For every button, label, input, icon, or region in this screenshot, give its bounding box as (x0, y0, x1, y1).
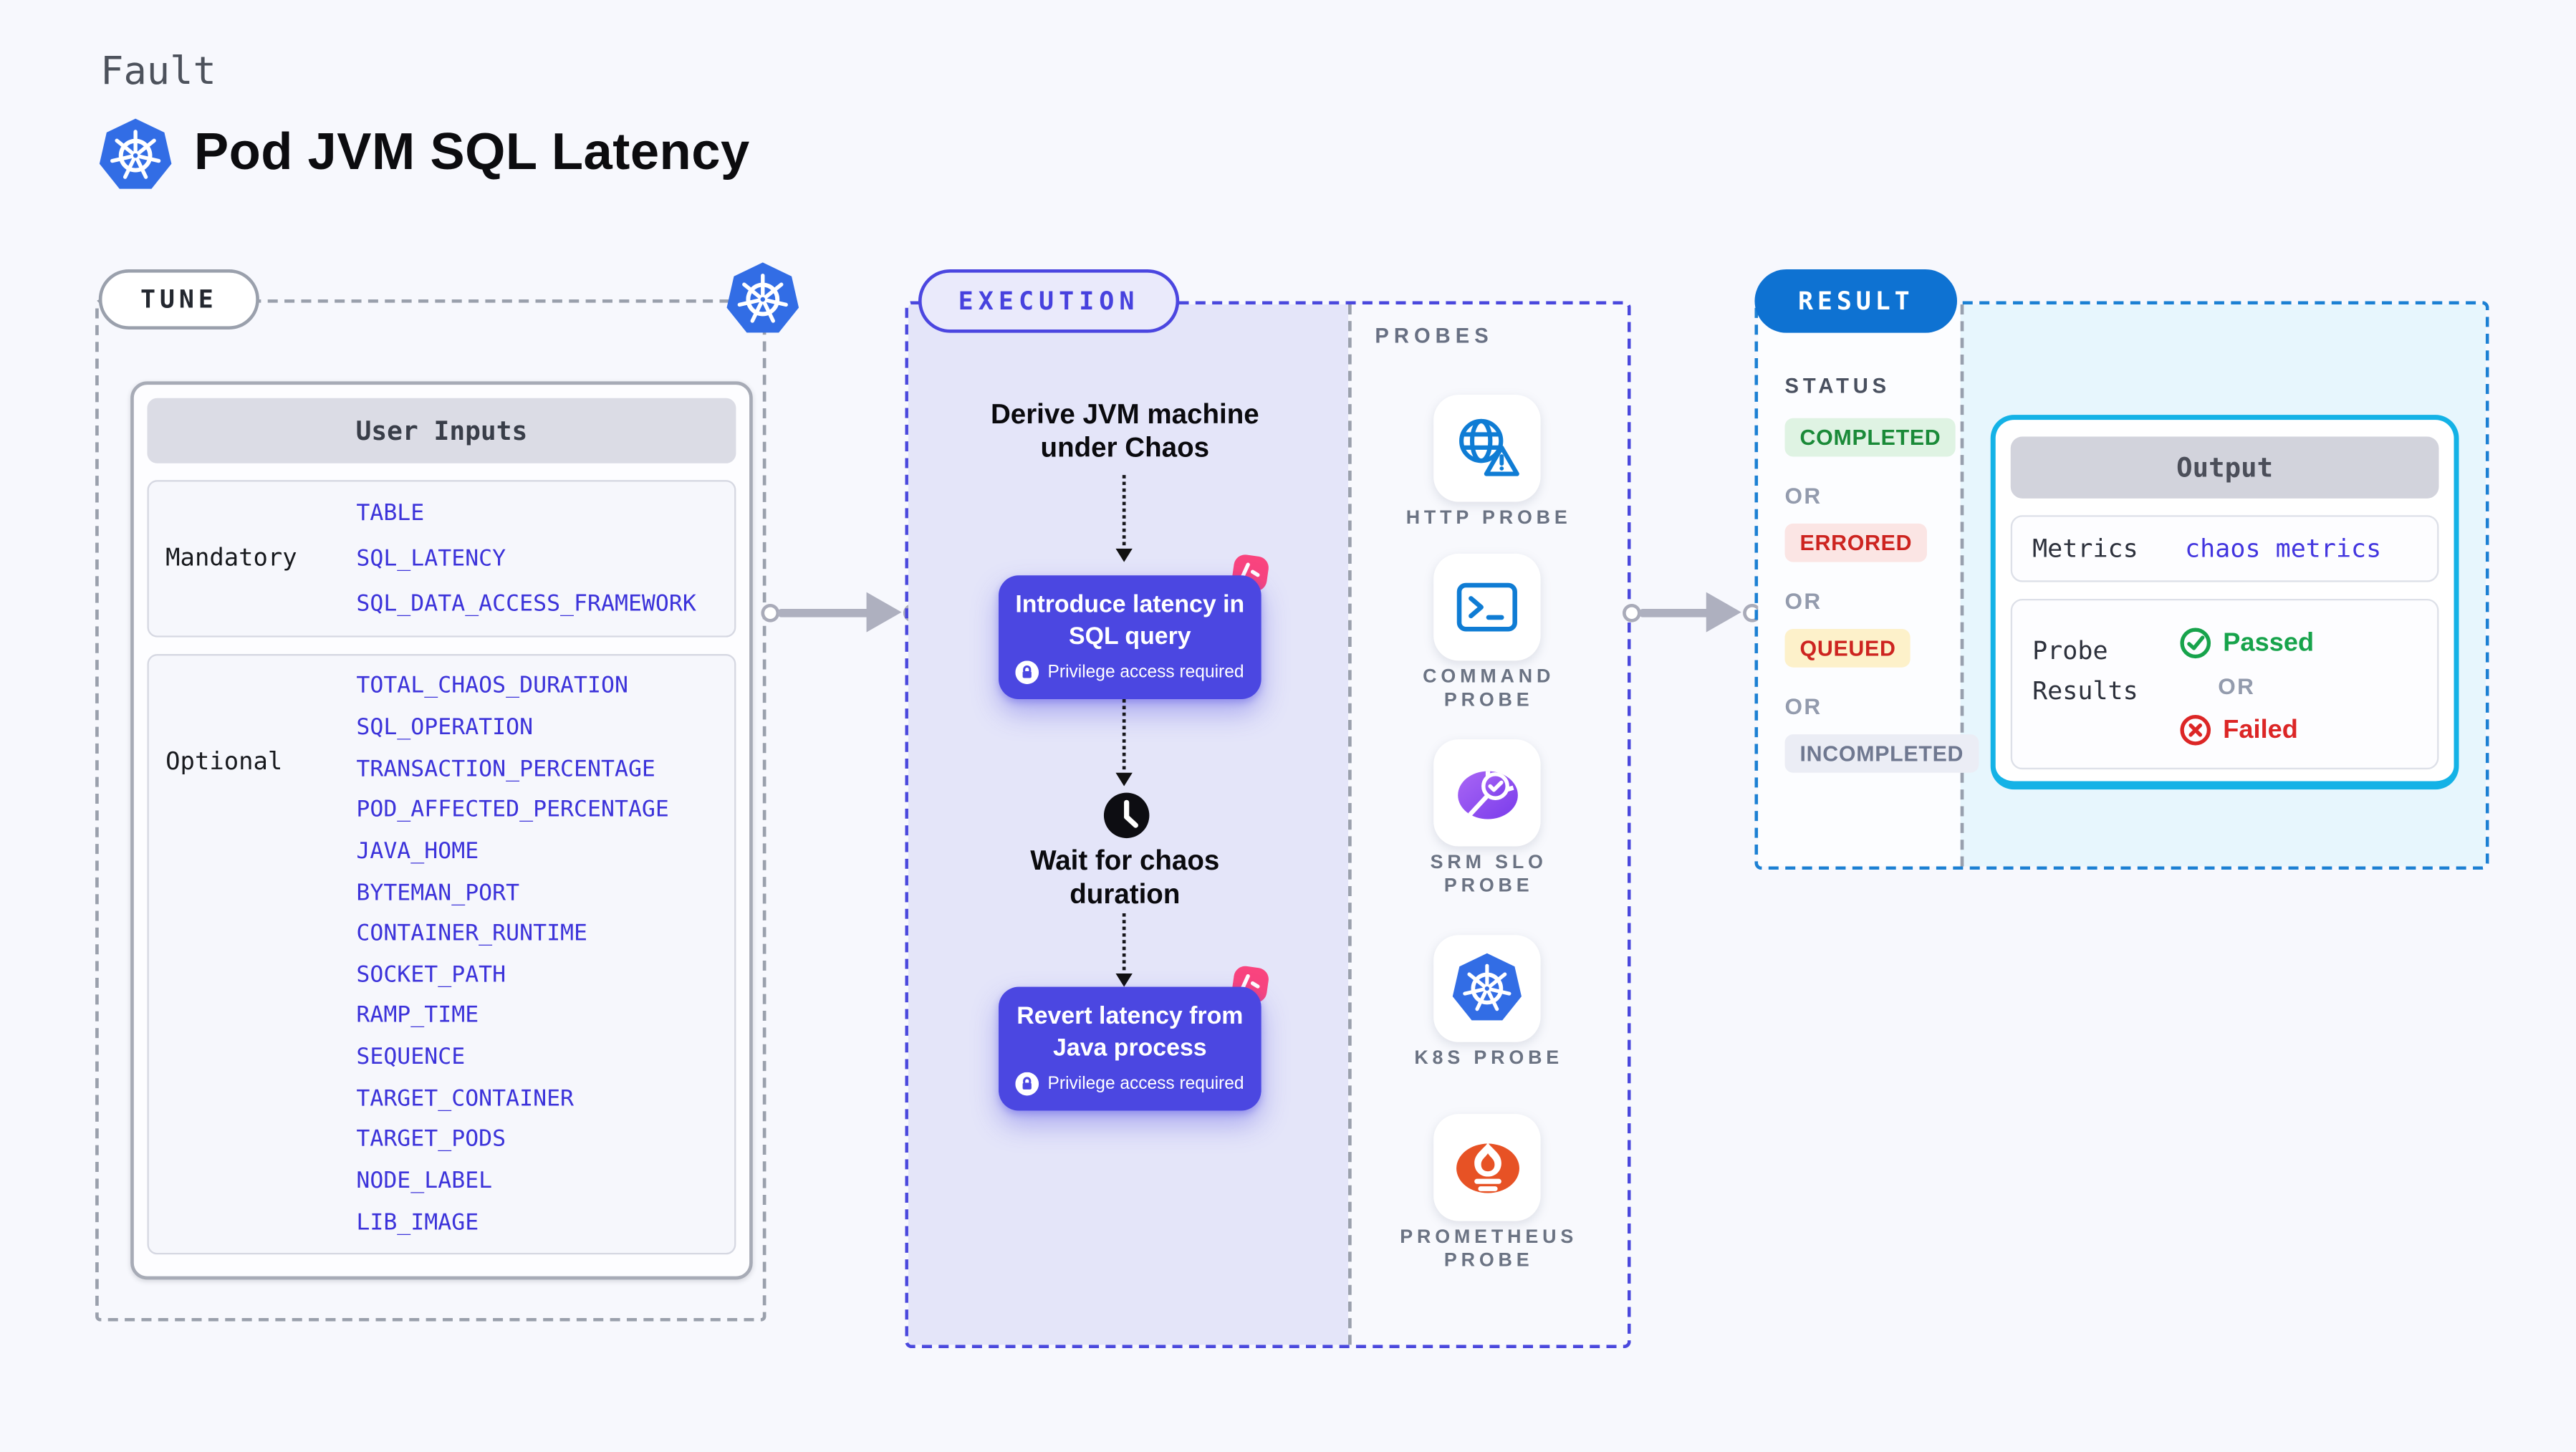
probe-results-label: Probe Results (2032, 635, 2138, 706)
kubernetes-icon (724, 261, 801, 346)
lock-icon (1016, 660, 1039, 685)
status-column (1758, 304, 1961, 867)
privilege-note: Privilege access required (1047, 1074, 1244, 1095)
probe-card-prometheus (1433, 1114, 1541, 1221)
probe-card-k8s (1433, 935, 1541, 1042)
or-label: OR (1784, 483, 1822, 509)
status-header: STATUS (1784, 375, 1890, 398)
page-title: Pod JVM SQL Latency (193, 122, 750, 181)
arrow-down-icon (1122, 475, 1126, 546)
input-item: TABLE (356, 500, 425, 528)
step-revert-latency: Revert latency from Java process Privile… (999, 986, 1261, 1111)
slo-gauge-icon (1457, 770, 1517, 819)
probe-card-http (1433, 395, 1541, 502)
input-item: LIB_IMAGE (356, 1208, 479, 1236)
or-label: OR (1784, 694, 1822, 720)
arrow-down-icon (1115, 772, 1133, 787)
probe-card-command (1433, 553, 1541, 661)
probe-label-prometheus: PROMETHEUS PROBE (1400, 1227, 1578, 1271)
status-badge-completed: COMPLETED (1784, 418, 1956, 457)
execution-pill: EXECUTION (918, 269, 1180, 333)
optional-label: Optional (165, 749, 283, 777)
privilege-note: Privilege access required (1047, 662, 1244, 683)
step-revert-latency-label: Revert latency from Java process (1017, 1004, 1244, 1062)
check-circle-icon (2180, 628, 2211, 659)
output-header: Output (2010, 436, 2439, 499)
mandatory-inputs-row: Mandatory TABLE SQL_LATENCY SQL_DATA_ACC… (147, 480, 736, 638)
step-wait-label: Wait for chaos duration (1030, 846, 1220, 910)
input-item: POD_AFFECTED_PERCENTAGE (356, 797, 669, 824)
header-category: Fault (100, 50, 216, 94)
input-item: TRANSACTION_PERCENTAGE (356, 755, 655, 782)
arrow-down-icon (1122, 699, 1126, 770)
metrics-row: Metrics chaos metrics (2010, 515, 2439, 582)
passed-result: Passed (2180, 628, 2314, 659)
prometheus-icon (1455, 1142, 1519, 1193)
metrics-value: chaos metrics (2185, 533, 2382, 564)
x-circle-icon (2180, 714, 2211, 746)
mandatory-label: Mandatory (165, 545, 297, 572)
input-item: SQL_DATA_ACCESS_FRAMEWORK (356, 590, 696, 617)
optional-values: TOTAL_CHAOS_DURATION SQL_OPERATION TRANS… (356, 655, 734, 1253)
step-introduce-latency-label: Introduce latency in SQL query (1015, 592, 1245, 651)
status-badge-queued: QUEUED (1784, 628, 1911, 668)
input-item: SQL_LATENCY (356, 545, 506, 572)
input-item: TARGET_CONTAINER (356, 1085, 575, 1112)
result-pill: RESULT (1754, 269, 1958, 333)
execution-section (905, 301, 1631, 1349)
clock-icon (1102, 791, 1151, 847)
input-item: NODE_LABEL (356, 1167, 493, 1195)
tune-pill: TUNE (98, 269, 259, 330)
globe-warning-icon (1459, 418, 1519, 476)
lock-icon (1016, 1072, 1039, 1096)
step-introduce-latency: Introduce latency in SQL query Privilege… (999, 575, 1261, 700)
or-label: OR (1784, 588, 1822, 614)
probe-label-srm-slo: SRM SLO PROBE (1430, 852, 1547, 897)
user-inputs-header: User Inputs (147, 398, 736, 463)
kubernetes-icon (1452, 953, 1522, 1021)
input-item: JAVA_HOME (356, 837, 479, 865)
or-label: OR (2218, 674, 2256, 700)
input-item: BYTEMAN_PORT (356, 879, 520, 906)
mandatory-values: TABLE SQL_LATENCY SQL_DATA_ACCESS_FRAMEW… (356, 481, 734, 635)
input-item: CONTAINER_RUNTIME (356, 920, 588, 948)
input-item: SEQUENCE (356, 1044, 466, 1071)
arrow-down-icon (1122, 913, 1126, 971)
probe-card-srm-slo (1433, 739, 1541, 847)
status-badge-errored: ERRORED (1784, 523, 1928, 562)
input-item: SQL_OPERATION (356, 713, 534, 741)
input-item: SOCKET_PATH (356, 961, 506, 989)
passed-label: Passed (2223, 628, 2315, 657)
terminal-icon (1456, 582, 1517, 632)
input-item: TARGET_PODS (356, 1126, 506, 1153)
step-derive-label: Derive JVM machine under Chaos (990, 400, 1259, 463)
input-item: RAMP_TIME (356, 1002, 479, 1030)
metrics-label: Metrics (2032, 533, 2138, 564)
failed-label: Failed (2223, 715, 2298, 744)
tune-section (95, 299, 766, 1322)
arrow-down-icon (1115, 548, 1133, 562)
input-item: TOTAL_CHAOS_DURATION (356, 673, 628, 700)
probe-results-row: Probe Results Passed OR Failed (2010, 598, 2439, 770)
optional-inputs-row: Optional TOTAL_CHAOS_DURATION SQL_OPERAT… (147, 654, 736, 1255)
failed-result: Failed (2180, 714, 2298, 746)
status-badge-incompleted: INCOMPLETED (1784, 734, 1979, 773)
arrow-down-icon (1115, 973, 1133, 987)
probe-label-http: HTTP PROBE (1405, 508, 1572, 529)
kubernetes-icon (97, 117, 173, 202)
probe-label-command: COMMAND PROBE (1423, 667, 1555, 711)
probes-header: PROBES (1375, 324, 1494, 348)
probe-label-k8s: K8S PROBE (1414, 1049, 1564, 1069)
